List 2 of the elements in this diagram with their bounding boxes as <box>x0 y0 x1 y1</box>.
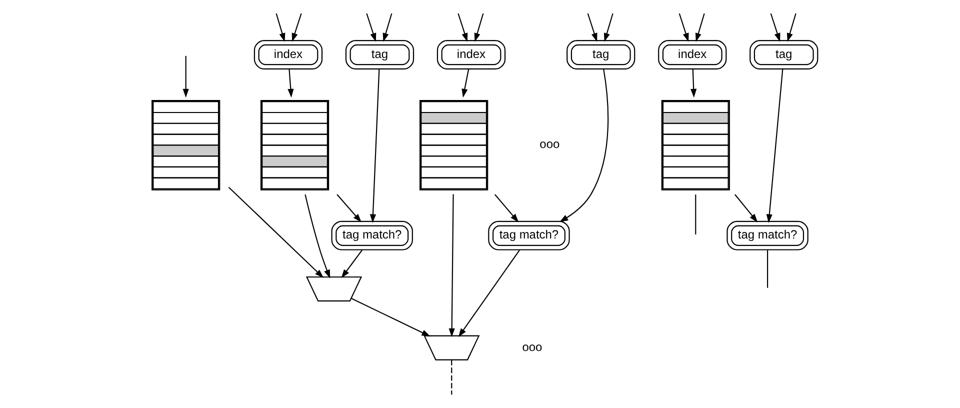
label: ooo <box>539 137 560 152</box>
label: ooo <box>522 340 542 354</box>
